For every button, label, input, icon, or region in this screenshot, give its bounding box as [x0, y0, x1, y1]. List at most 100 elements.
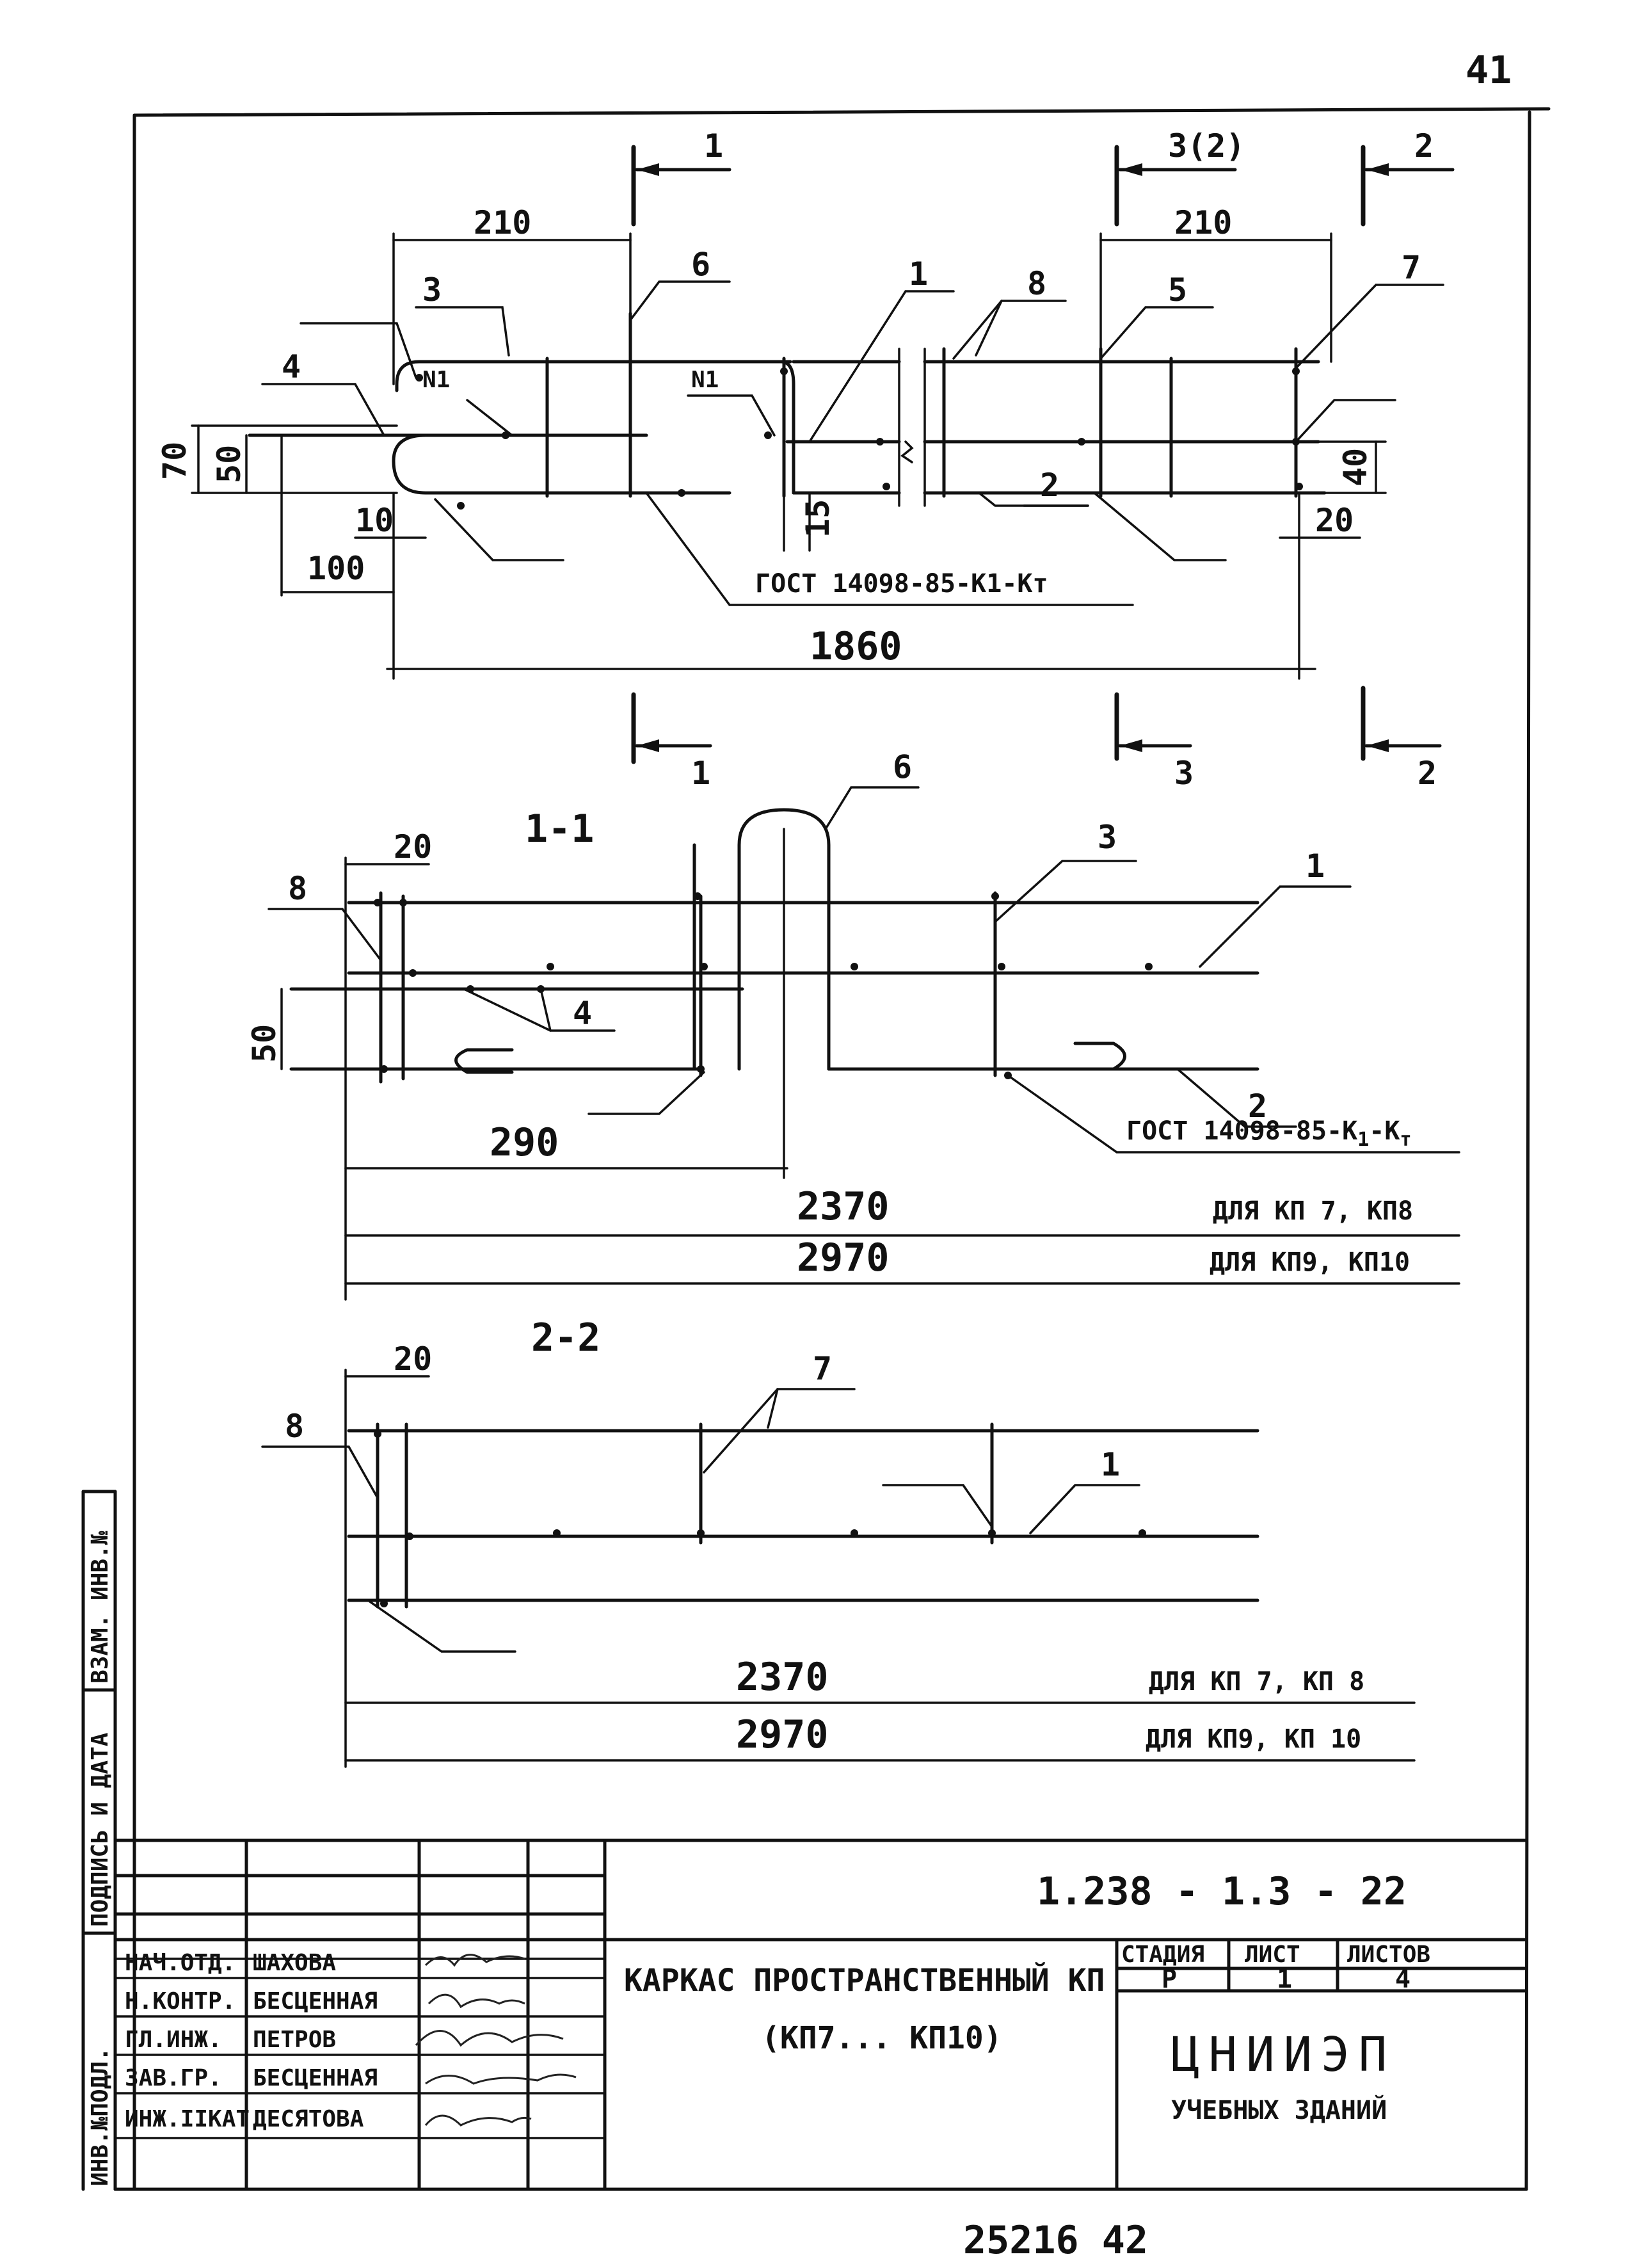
dim-label: 10 [355, 502, 394, 539]
callout-6: 6 [893, 748, 912, 785]
org-subtitle: УЧЕБНЫХ ЗДАНИЙ [1171, 2095, 1387, 2125]
side-label-inv-podl: ИНВ.№ПОДЛ. [87, 2047, 113, 2186]
drawing-title-line1: КАРКАС ПРОСТРАНСТВЕННЫЙ КП [624, 1962, 1105, 1999]
role-nach-otd: НАЧ.ОТД. [125, 1950, 236, 1976]
callout-n1: N1 [422, 367, 450, 393]
org-name: ЦНИИЭП [1171, 2027, 1396, 2082]
role-n-kontr: Н.КОНТР. [125, 1988, 236, 2015]
signature [415, 2030, 564, 2047]
callout-7: 7 [1402, 249, 1421, 286]
sheet-number: 41 [1466, 48, 1512, 93]
section-mark-3-bottom: 3 [1114, 692, 1194, 792]
callout-2: 2 [1248, 1088, 1267, 1125]
section-1-1: 1-1 6 3 1 8 4 [246, 748, 1460, 1301]
section-mark-2-bottom: 2 [1361, 686, 1442, 792]
role-inzh-kat: ИНЖ.IIКАТ. [125, 2106, 264, 2132]
callout-1: 1 [1101, 1446, 1120, 1483]
signature [424, 2114, 532, 2127]
sheets-header: ЛИСТОВ [1347, 1942, 1430, 1968]
callout-1: 1 [909, 255, 928, 293]
dim-label: 100 [307, 550, 365, 587]
dim-label: 210 [474, 204, 531, 241]
callout-1: 1 [1306, 848, 1325, 885]
dim-label: 70 [156, 442, 193, 480]
dim-210-right: 210 [1099, 204, 1332, 363]
callout-8: 8 [285, 1408, 304, 1445]
footer-note: 25216 42 [963, 2218, 1148, 2263]
section-mark-label: 2 [1418, 755, 1437, 792]
callout-5: 5 [1168, 271, 1187, 309]
section-mark-1-top: 1 [631, 127, 731, 227]
role-zav-gr: ЗАВ.ГР. [125, 2065, 222, 2091]
section-2-2: 2-2 8 7 1 20 2370 ДЛЯ КП 7, КП 8 2970 ДЛ… [261, 1315, 1416, 1768]
section-mark-label: 3(2) [1168, 127, 1245, 165]
sheets-value: 4 [1395, 1965, 1410, 1994]
dim-label: 2970 [797, 1235, 890, 1280]
dim-label: 290 [490, 1120, 559, 1165]
dim-label: 50 [246, 1024, 283, 1063]
name-bestsennaya: БЕСЦЕННАЯ [253, 1988, 378, 2015]
section-mark-label: 3 [1174, 755, 1194, 792]
section-mark-label: 2 [1414, 127, 1434, 165]
signature [427, 1993, 525, 2009]
sheet-frame [113, 107, 1551, 2191]
plan-small-dims: 70 50 100 10 15 40 20 1860 [156, 424, 1387, 680]
sheet-value: 1 [1277, 1965, 1292, 1994]
callout-8: 8 [1027, 265, 1046, 302]
callout-7: 7 [813, 1350, 832, 1387]
name-petrov: ПЕТРОВ [253, 2027, 336, 2053]
side-stamp: ИНВ.№ПОДЛ. ПОДПИСЬ И ДАТА ВЗАМ. ИНВ.№ [81, 1490, 117, 2191]
callout-n1: N1 [691, 367, 719, 393]
plan-bars [248, 312, 1327, 507]
callout-4: 4 [282, 348, 301, 385]
section-title: 1-1 [525, 807, 594, 851]
note-kp9-kp10: ДЛЯ КП9, КП 10 [1146, 1725, 1361, 1754]
section-mark-label: 1 [691, 755, 710, 792]
callout-8: 8 [288, 870, 307, 907]
side-label-podpis: ПОДПИСЬ И ДАТА [87, 1732, 113, 1927]
dim-label: 40 [1337, 448, 1374, 487]
name-desyatova: ДЕСЯТОВА [253, 2106, 364, 2132]
dim-label: 20 [394, 828, 432, 865]
callout-3: 3 [422, 271, 442, 309]
section-mark-1-bottom: 1 [631, 692, 712, 792]
note-kp7-kp8: ДЛЯ КП 7, КП8 [1213, 1196, 1413, 1226]
dim-label: 2970 [736, 1712, 829, 1757]
plan-view: 1 3(2) 2 210 210 [156, 127, 1455, 792]
doc-code: 1.238 - 1.3 - 22 [1037, 1869, 1407, 1914]
dim-label: 2370 [736, 1655, 829, 1700]
dim-label: 1860 [810, 624, 902, 669]
gost-note: ГОСТ 14098-85-К1-Кт [755, 569, 1048, 599]
dim-label: 50 [211, 445, 248, 483]
section-mark-2-top: 2 [1361, 127, 1455, 227]
dim-label: 2370 [797, 1184, 890, 1229]
section-mark-3-top: 3(2) [1114, 127, 1245, 227]
stage-header: СТАДИЯ [1121, 1942, 1204, 1968]
callout-2: 2 [1040, 467, 1059, 504]
callout-3: 3 [1098, 819, 1117, 856]
note-kp9-kp10: ДЛЯ КП9, КП10 [1210, 1248, 1410, 1277]
title-block: 1.238 - 1.3 - 22 НАЧ.ОТД. ШАХОВА Н.КОНТР… [113, 1838, 1528, 2191]
plan-weld-dots [415, 367, 1303, 510]
dim-label: 210 [1174, 204, 1232, 241]
callout-6: 6 [691, 246, 710, 283]
plan-callouts: 3 4 6 1 8 5 7 2 ГОСТ 14098-85-К1-Кт N1 [261, 246, 1444, 606]
note-kp7-kp8: ДЛЯ КП 7, КП 8 [1149, 1667, 1364, 1696]
stage-value: Р [1162, 1965, 1177, 1994]
dim-210-left: 210 [392, 204, 632, 385]
sheet-header: ЛИСТ [1245, 1942, 1300, 1968]
callout-4: 4 [573, 995, 592, 1032]
dim-label: 20 [394, 1340, 432, 1378]
signature [424, 1954, 525, 1967]
gost-note: ГОСТ 14098-85-К1-Кт [1126, 1116, 1412, 1151]
dim-label: 20 [1315, 502, 1354, 539]
dim-label: 15 [799, 499, 836, 538]
signature [425, 2073, 577, 2085]
section-title: 2-2 [531, 1315, 600, 1360]
name-bestsennaya-2: БЕСЦЕННАЯ [253, 2065, 378, 2091]
section-mark-label: 1 [704, 127, 723, 165]
name-shakhova: ШАХОВА [253, 1950, 336, 1976]
side-label-vzam: ВЗАМ. ИНВ.№ [87, 1531, 113, 1684]
drawing-title-line2: (КП7... КП10) [762, 2020, 1002, 2056]
